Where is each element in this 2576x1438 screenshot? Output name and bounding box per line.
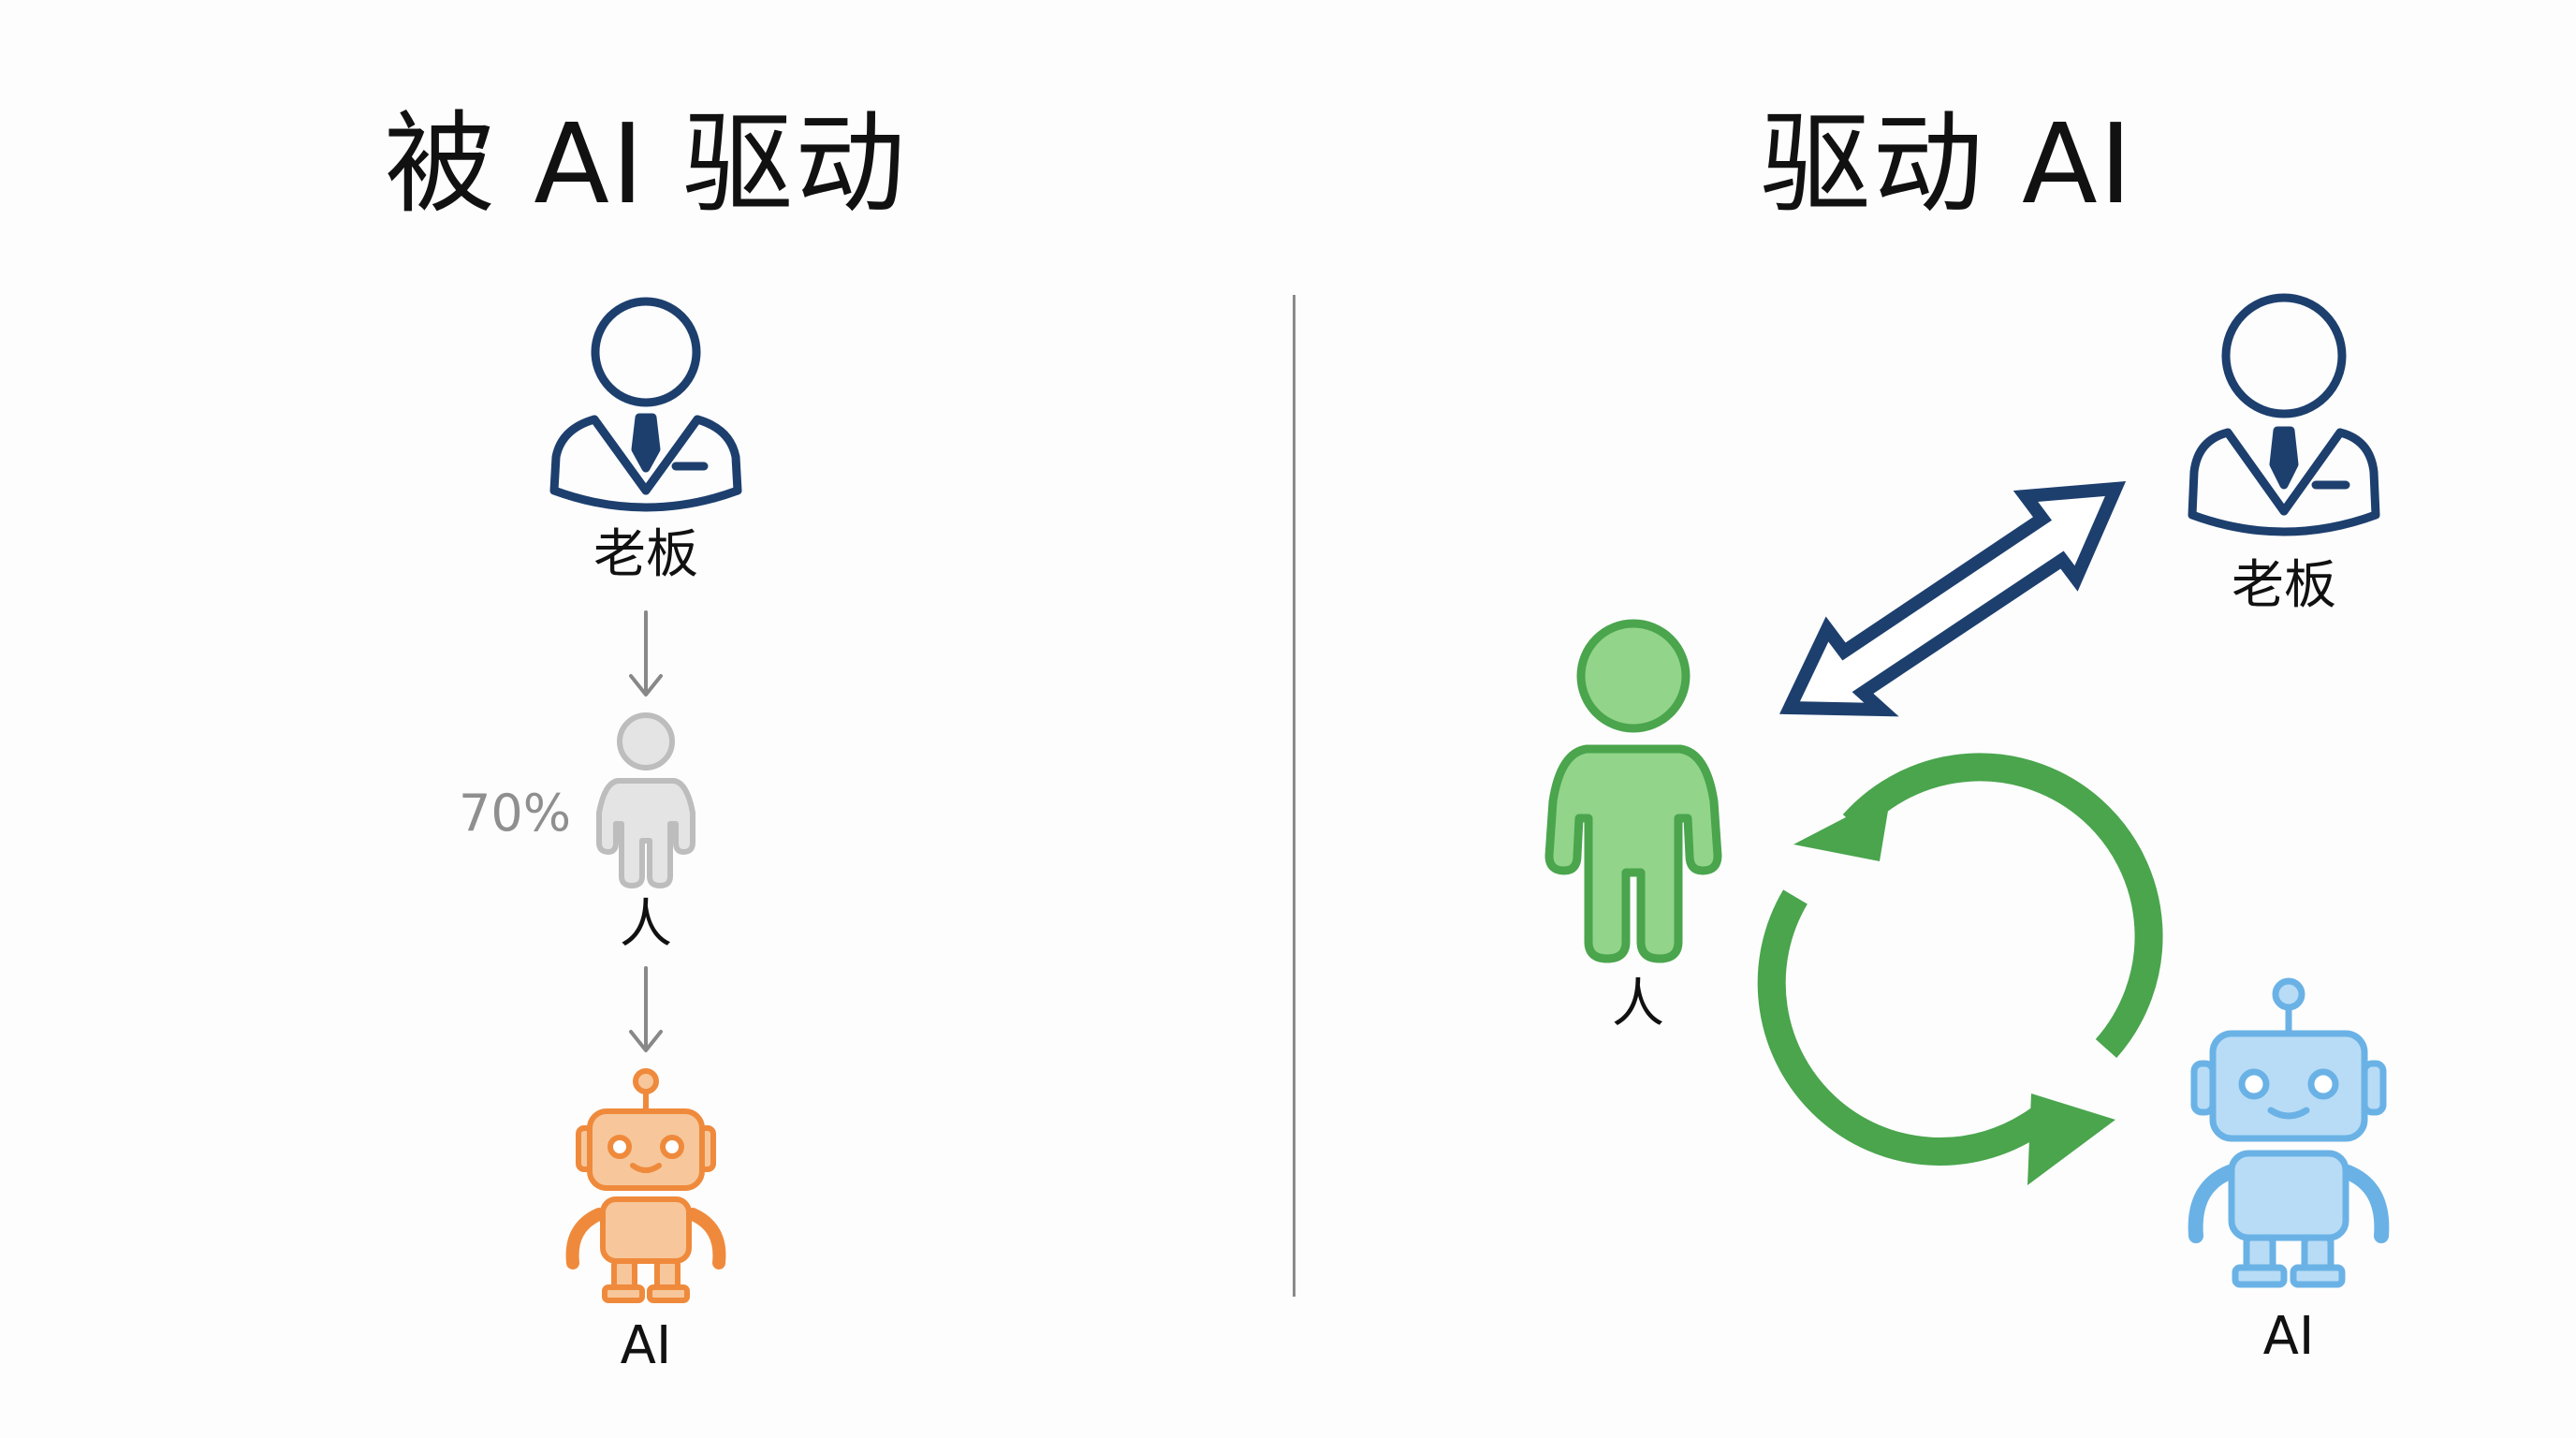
left-boss-label: 老板 — [593, 524, 698, 585]
double-arrow-icon — [1779, 481, 2127, 717]
left-ai-label: AI — [620, 1315, 672, 1376]
person-green-icon — [1544, 619, 1722, 963]
right-ai-label: AI — [2262, 1306, 2315, 1367]
arrow-down-icon — [629, 966, 663, 1052]
person-faded-icon — [596, 712, 695, 888]
cycle-arrows-icon — [1757, 753, 2163, 1185]
right-boss-label: 老板 — [2232, 555, 2336, 616]
right-panel-title: 驱动 AI — [1760, 99, 2134, 228]
percent-label: 70% — [459, 784, 572, 843]
panel-divider — [1293, 295, 1295, 1297]
boss-icon — [549, 297, 742, 512]
robot-orange-icon — [565, 1068, 726, 1303]
left-panel-title: 被 AI 驱动 — [384, 99, 908, 228]
left-person-label: 人 — [620, 894, 672, 955]
arrow-down-icon — [629, 610, 663, 697]
right-person-label: 人 — [1612, 974, 1664, 1034]
boss-icon — [2188, 293, 2380, 536]
robot-blue-icon — [2188, 977, 2390, 1288]
